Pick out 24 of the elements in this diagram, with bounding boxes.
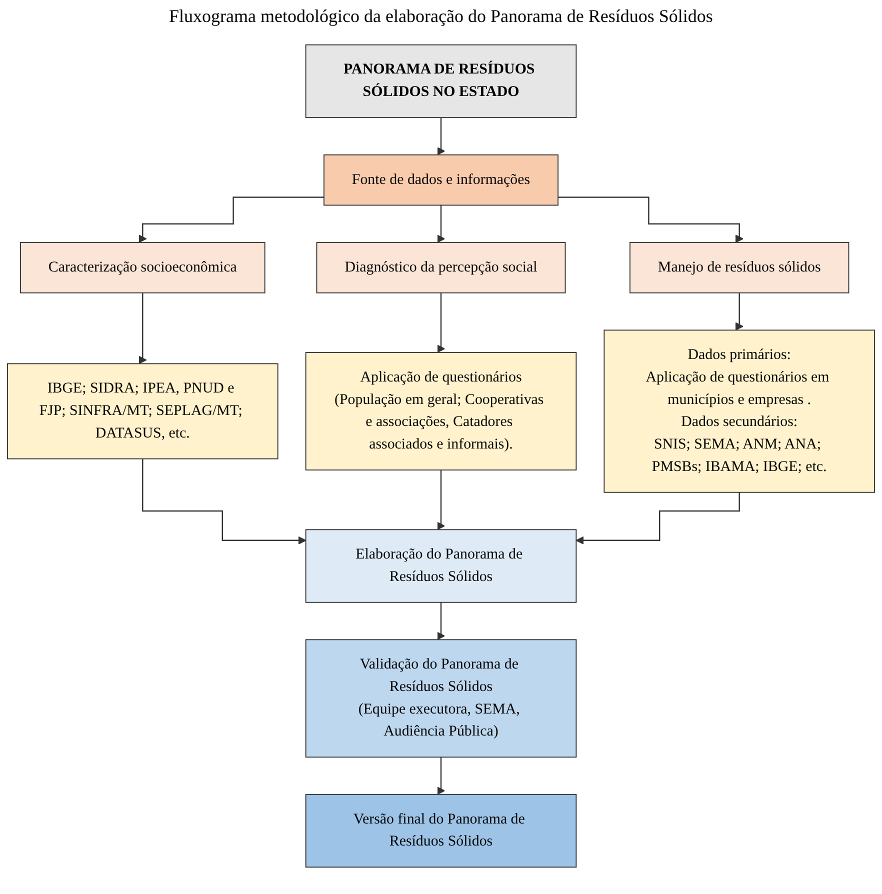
- node-box: Versão final do Panorama de Resíduos Sólidos: [305, 794, 577, 868]
- node-box: Dados primários: Aplicação de questionários em municípios e empresas . Dados secundários: SNIS; SEMA; ANM; ANA; PMSBs; IBAMA; IBGE; etc.: [604, 330, 875, 493]
- arrow: [735, 292, 744, 330]
- arrow: [436, 116, 446, 156]
- arrow: [558, 196, 744, 243]
- arrow: [576, 492, 740, 545]
- arrow: [142, 458, 306, 545]
- node-box: PANORAMA DE RESÍDUOS SÓLIDOS NO ESTADO: [305, 44, 577, 118]
- arrow: [138, 292, 147, 364]
- arrow: [436, 292, 446, 353]
- arrow: [436, 602, 446, 640]
- node-box: IBGE; SIDRA; IPEA, PNUD e FJP; SINFRA/MT; SEPLAG/MT; DATASUS, etc.: [7, 363, 278, 460]
- node-box: Validação do Panorama de Resíduos Sólidos (Equipe executora, SEMA, Audiência Pública): [305, 639, 577, 758]
- arrow: [436, 204, 446, 243]
- node-box: Fonte de dados e informações: [324, 154, 558, 206]
- node-box: Caracterização socioeconômica: [20, 242, 266, 294]
- figure-title: Fluxograma metodológico da elaboração do Panorama de Resíduos Sólidos: [168, 6, 714, 27]
- arrow: [436, 756, 446, 795]
- arrow: [436, 469, 446, 530]
- node-box: Aplicação de questionários (População em geral; Cooperativas e associações, Catadores associados e informais).: [305, 352, 577, 470]
- node-box: Diagnóstico da percepção social: [316, 242, 566, 294]
- node-box: Manejo de resíduos sólidos: [630, 242, 850, 294]
- node-box: Elaboração do Panorama de Resíduos Sólidos: [305, 529, 577, 603]
- arrow: [138, 196, 324, 243]
